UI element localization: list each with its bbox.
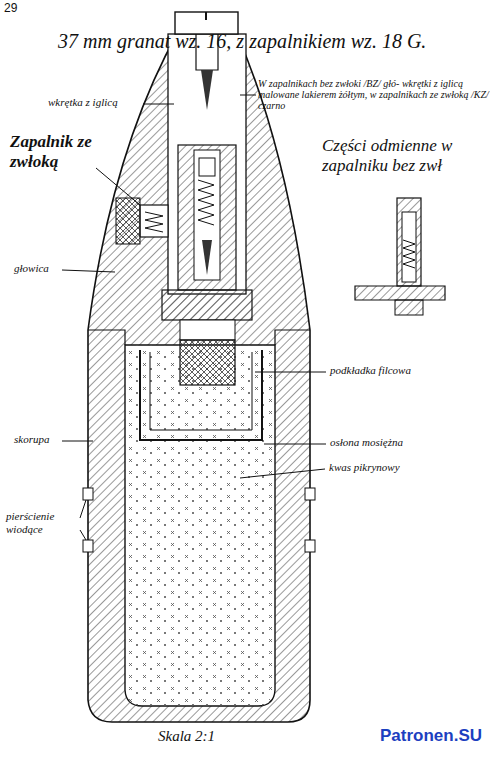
note: W zapalnikach bez zwłoki /BZ/ głó- wkręt… <box>258 78 498 111</box>
caption: Skala 2:1 <box>158 728 215 745</box>
part-label: osłona mosiężna <box>330 436 403 449</box>
part-label: wkrętka z iglicą <box>48 96 118 109</box>
part-label: pierścienie wiodące <box>6 510 78 535</box>
section-heading: Części odmienne w zapalniku bez zwł <box>322 136 500 175</box>
page-number: 29 <box>4 2 17 16</box>
part-label: głowica <box>14 262 49 275</box>
title: 37 mm granat wz. 16, z zapalnikiem wz. 1… <box>58 30 498 53</box>
part-label: podkładka filcowa <box>330 364 411 377</box>
watermark: Patronen.SU <box>380 726 482 746</box>
part-label: skorupa <box>14 433 49 446</box>
section-heading: Zapalnik ze zwłoką <box>10 132 128 171</box>
part-label: kwas pikrynowy <box>329 461 400 474</box>
